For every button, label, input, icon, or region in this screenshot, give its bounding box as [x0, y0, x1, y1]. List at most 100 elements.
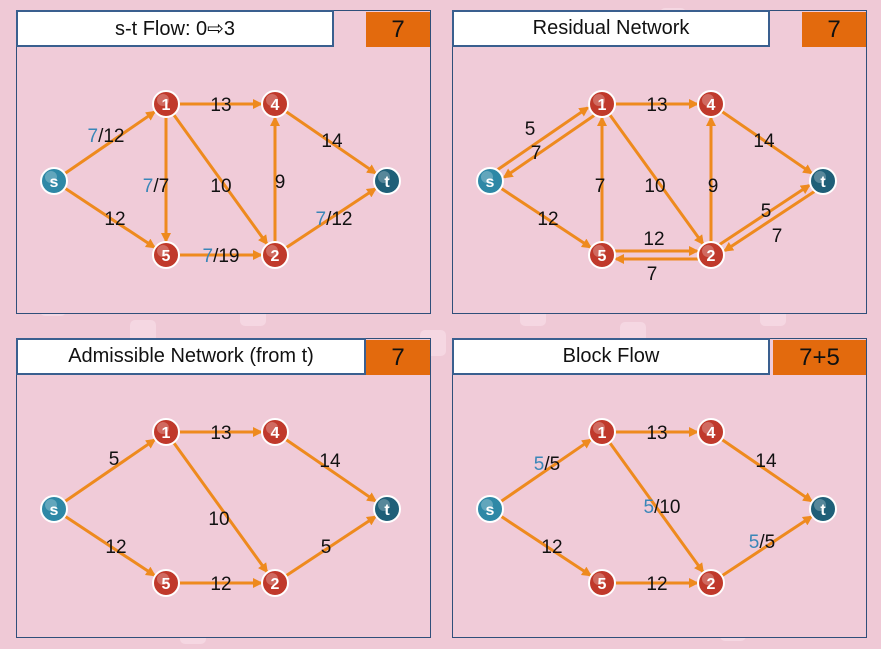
edge-2-4: 9: [706, 116, 718, 242]
node-s: s: [40, 495, 68, 523]
edge-s-5: 12: [64, 514, 156, 577]
edge-flow-value: 7: [143, 176, 154, 197]
edge-label: 7: [772, 226, 783, 247]
node-label: t: [820, 174, 826, 191]
node-s: s: [476, 495, 504, 523]
edge-2-t: 5: [285, 515, 377, 578]
node-s: s: [476, 167, 504, 195]
edge-capacity: /5: [544, 454, 560, 475]
node-2: 2: [261, 241, 289, 269]
panel-title: s-t Flow: 0⇨3: [16, 10, 334, 47]
edge-1-s: 7: [502, 114, 595, 179]
edge-capacity: /5: [759, 532, 775, 553]
edge-label: 5: [761, 201, 772, 222]
edge-label: 12: [105, 537, 126, 558]
edge-5-2: 12: [179, 574, 263, 595]
node-label: s: [50, 174, 59, 191]
edge-capacity: 10: [210, 176, 231, 197]
edge-label: 12: [643, 229, 664, 250]
edge-capacity: 14: [753, 131, 775, 152]
node-label: 4: [271, 97, 280, 114]
panel-admissible-network: Admissible Network (from t) 7: [16, 338, 431, 638]
edge-label: 13: [210, 423, 231, 444]
node-label: 5: [162, 576, 171, 593]
edge-2-t: 5: [718, 184, 811, 246]
edge-capacity: 5: [109, 449, 120, 470]
edge-1-5: 7/7: [143, 117, 171, 243]
node-4: 4: [261, 418, 289, 446]
edge-label: 14: [755, 451, 777, 472]
edge-1-4: 13: [615, 423, 699, 444]
edge-label: 7: [647, 264, 658, 285]
edge-flow-value: 5: [749, 532, 760, 553]
node-label: s: [486, 174, 495, 191]
edge-s-5: 12: [500, 186, 592, 249]
node-s: s: [40, 167, 68, 195]
edge-4-t: 14: [284, 110, 378, 175]
edge-capacity: 12: [646, 574, 667, 595]
edge-capacity: 13: [210, 95, 231, 116]
edge-capacity: 12: [105, 537, 126, 558]
node-label: t: [384, 502, 390, 519]
edge-flow-value: 5: [644, 497, 655, 518]
edge-label: 13: [646, 95, 667, 116]
node-label: 1: [162, 425, 171, 442]
node-4: 4: [697, 90, 725, 118]
node-1: 1: [588, 418, 616, 446]
edge-capacity: 5: [321, 537, 332, 558]
node-label: 2: [707, 248, 716, 265]
node-label: 1: [162, 97, 171, 114]
flow-value-badge: 7: [802, 12, 866, 47]
edge-label: 7/7: [143, 176, 169, 197]
node-1: 1: [152, 418, 180, 446]
edge-label: 10: [208, 509, 229, 530]
edge-label: 7/12: [88, 126, 125, 147]
flow-value-badge: 7+5: [773, 340, 866, 375]
edge-label: 5/5: [749, 532, 775, 553]
panel-title: Block Flow: [452, 338, 770, 375]
edge-capacity: 12: [104, 209, 125, 230]
edge-flow-value: 5: [534, 454, 545, 475]
edge-5-2: 7/19: [179, 246, 263, 267]
edge-2-t: 7/12: [285, 187, 377, 250]
node-1: 1: [588, 90, 616, 118]
edge-label: 5/5: [534, 454, 560, 475]
node-label: 4: [707, 425, 716, 442]
edge-capacity: 12: [643, 229, 664, 250]
edge-capacity: 12: [537, 209, 558, 230]
edge-s-1: 5/5: [499, 438, 593, 503]
node-5: 5: [152, 569, 180, 597]
edge-label: 12: [104, 209, 125, 230]
edge-s-5: 12: [500, 514, 592, 577]
edge-label: 7/12: [316, 209, 353, 230]
edge-label: 7/19: [203, 246, 240, 267]
node-t: t: [809, 495, 837, 523]
edge-label: 7: [595, 176, 606, 197]
edge-capacity: 7: [647, 264, 658, 285]
node-label: 1: [598, 97, 607, 114]
node-label: 2: [271, 248, 280, 265]
node-5: 5: [152, 241, 180, 269]
node-label: s: [486, 502, 495, 519]
node-label: 5: [162, 248, 171, 265]
edge-1-2: 10: [172, 113, 269, 246]
node-1: 1: [152, 90, 180, 118]
edge-4-t: 14: [720, 110, 814, 175]
edge-label: 14: [753, 131, 775, 152]
edge-flow-value: 7: [88, 126, 99, 147]
node-label: t: [384, 174, 390, 191]
flow-value-badge: 7: [366, 340, 430, 375]
edge-2-4: 9: [270, 116, 285, 242]
node-t: t: [809, 167, 837, 195]
edge-capacity: 14: [755, 451, 777, 472]
edge-4-t: 14: [720, 438, 814, 503]
edge-label: 5: [525, 119, 536, 140]
edge-capacity: /10: [654, 497, 680, 518]
edge-label: 12: [541, 537, 562, 558]
edge-label: 13: [646, 423, 667, 444]
edge-label: 12: [537, 209, 558, 230]
edge-label: 5: [321, 537, 332, 558]
edge-capacity: 5: [761, 201, 772, 222]
